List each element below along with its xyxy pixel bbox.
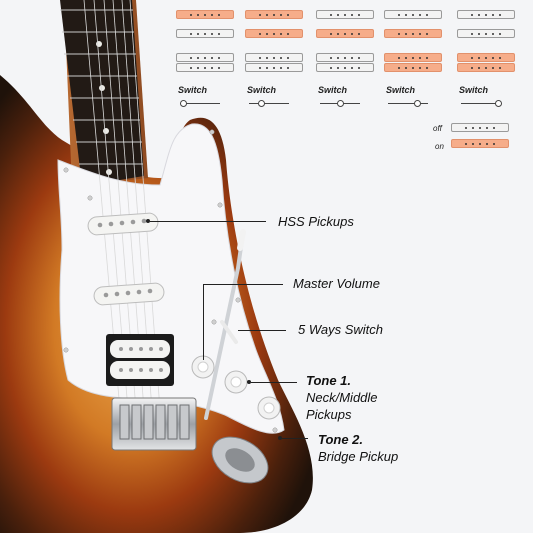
pickup-indicator: [176, 10, 234, 19]
volume-knob: [191, 355, 215, 379]
tone2-label: Tone 2. Bridge Pickup: [318, 431, 398, 465]
pickup-indicator: [457, 63, 515, 72]
pickup-indicator: [384, 10, 442, 19]
switch-knob: [180, 100, 187, 107]
tone1-title: Tone 1.: [306, 373, 352, 388]
switch-knob: [258, 100, 265, 107]
tone1-callout-dot: [247, 380, 251, 384]
volume-callout-line: [203, 284, 283, 285]
tone2-callout-line: [282, 438, 308, 439]
volume-callout-drop: [203, 284, 204, 360]
switch-track: [180, 100, 220, 107]
legend-off-label: off: [433, 124, 442, 133]
switch-position-label: Switch: [247, 85, 277, 95]
middle-pickup: [93, 282, 165, 306]
pickup-indicator: [316, 10, 374, 19]
legend-on-label: on: [435, 142, 444, 151]
switch-position-label: Switch: [386, 85, 416, 95]
switch-track: [461, 100, 502, 107]
pickup-indicator: [245, 53, 303, 62]
switch-track: [249, 100, 289, 107]
pickup-indicator: [316, 29, 374, 38]
selector-switch: [220, 320, 238, 344]
hss-callout-dot: [146, 219, 150, 223]
pickup-indicator: [457, 10, 515, 19]
tone1-knob: [224, 370, 248, 394]
switch-knob: [414, 100, 421, 107]
pickup-indicator: [245, 29, 303, 38]
switch-track: [320, 100, 360, 107]
pickup-indicator: [176, 29, 234, 38]
tone2-title: Tone 2.: [318, 432, 364, 447]
five-way-switch-label: 5 Ways Switch: [298, 322, 384, 337]
pickup-indicator: [176, 63, 234, 72]
pickup-indicator: [176, 53, 234, 62]
pickup-indicator: [245, 63, 303, 72]
master-volume-label: Master Volume: [293, 276, 380, 291]
tone1-desc-line1: Neck/Middle: [306, 390, 378, 405]
switch-knob: [337, 100, 344, 107]
switch-knob: [495, 100, 502, 107]
tone2-callout-dot: [278, 436, 282, 440]
legend-off-swatch: [451, 123, 509, 132]
tone1-label: Tone 1. Neck/Middle Pickups: [306, 372, 378, 423]
switch-position-label: Switch: [318, 85, 348, 95]
tone1-desc-line2: Pickups: [306, 407, 352, 422]
pickup-indicator: [316, 63, 374, 72]
switch-track: [388, 100, 428, 107]
pickup-indicator: [245, 10, 303, 19]
pickup-indicator: [384, 29, 442, 38]
legend-on-swatch: [451, 139, 509, 148]
pickup-indicator: [457, 53, 515, 62]
pickup-indicator: [384, 53, 442, 62]
tremolo-bridge: [111, 397, 197, 451]
pickup-indicator: [457, 29, 515, 38]
hss-callout-line: [150, 221, 266, 222]
switch-position-label: Switch: [178, 85, 208, 95]
bridge-humbucker: [106, 334, 174, 386]
tone1-callout-line: [251, 382, 297, 383]
switch-callout-line: [238, 330, 286, 331]
tone2-desc: Bridge Pickup: [318, 449, 399, 464]
pickup-indicator: [316, 53, 374, 62]
pickup-indicator: [384, 63, 442, 72]
tone2-knob: [257, 396, 281, 420]
switch-position-label: Switch: [459, 85, 489, 95]
output-jack: [211, 436, 269, 484]
hss-pickups-label: HSS Pickups: [278, 214, 354, 229]
